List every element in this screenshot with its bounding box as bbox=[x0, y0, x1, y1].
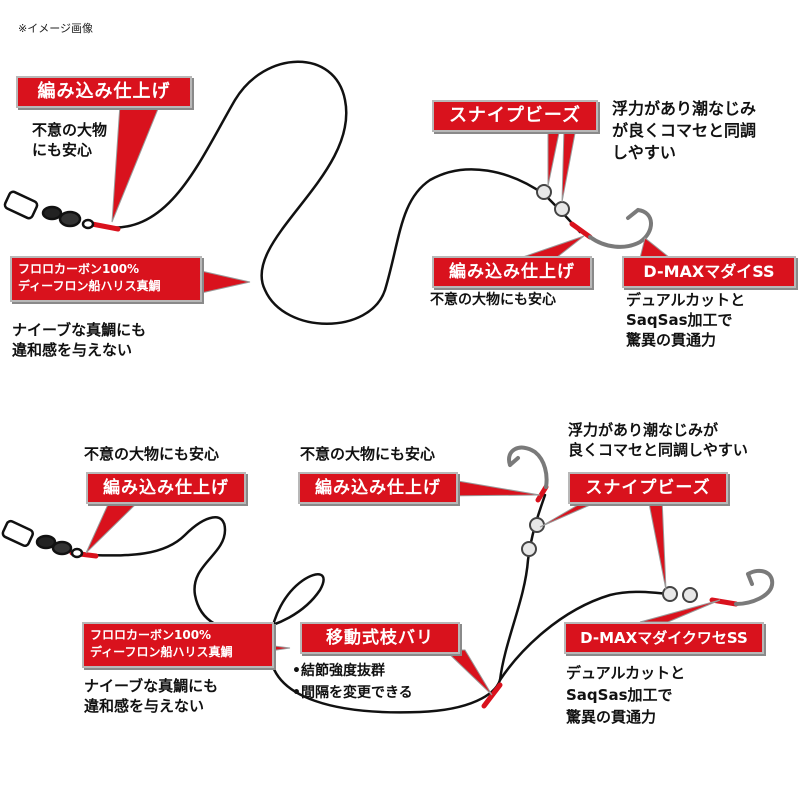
pointer-top-hook bbox=[639, 237, 672, 259]
top-braid-left bbox=[89, 221, 121, 232]
bottom-braid-branch bbox=[481, 682, 503, 709]
top-fluoro-desc: ナイーブな真鯛にも違和感を与えない bbox=[12, 321, 147, 359]
pointer-bottom-hook bbox=[639, 599, 721, 623]
bottom-bead-3 bbox=[662, 586, 678, 602]
bottom-swivel-icon bbox=[1, 519, 84, 559]
pointer-bottom-branch bbox=[443, 649, 493, 696]
top-snipe-label: スナイプビーズ bbox=[432, 100, 598, 132]
pointer-top-snipe-1 bbox=[547, 127, 561, 187]
bottom-hook-lower-icon bbox=[734, 568, 775, 606]
pointer-bottom-snipe-2 bbox=[647, 497, 667, 591]
top-braid-left-label: 編み込み仕上げ bbox=[16, 76, 192, 108]
pointer-top-braid-right bbox=[519, 235, 585, 259]
pointer-bottom-braid-left bbox=[85, 499, 142, 554]
image-note: ※イメージ画像 bbox=[18, 22, 93, 35]
top-snipe-desc: 浮力があり潮なじみが良くコマセと同調しやすい bbox=[612, 99, 757, 162]
bottom-braid-upper bbox=[535, 484, 549, 503]
top-hook-icon bbox=[588, 208, 653, 249]
bottom-main-line bbox=[83, 516, 502, 714]
bottom-braid-left-label: 編み込み仕上げ bbox=[86, 472, 246, 504]
top-braid-right-label: 編み込み仕上げ bbox=[432, 256, 592, 288]
pointer-top-braid-left bbox=[111, 103, 161, 223]
bottom-braid-mid-label: 編み込み仕上げ bbox=[298, 472, 458, 504]
top-swivel-icon bbox=[3, 190, 95, 230]
top-braid-right bbox=[569, 221, 593, 240]
bottom-branch-label: 移動式枝バリ bbox=[300, 622, 460, 654]
bottom-hook-upper-icon bbox=[507, 445, 549, 489]
bottom-branch-lower bbox=[498, 590, 670, 682]
bottom-fluoro-label: フロロカーボン100%ディーフロン船ハリス真鯛 bbox=[82, 622, 274, 668]
top-braid-right-desc: 不意の大物にも安心 bbox=[430, 292, 556, 308]
bottom-branch-upper bbox=[498, 493, 547, 682]
top-fluoro-label: フロロカーボン100%ディーフロン船ハリス真鯛 bbox=[10, 256, 202, 302]
bottom-bead-2 bbox=[521, 541, 537, 557]
bottom-bead-4 bbox=[682, 587, 698, 603]
top-braid-left-desc: 不意の大物にも安心 bbox=[32, 121, 108, 159]
bottom-snipe-desc: 浮力があり潮なじみが良くコマセと同調しやすい bbox=[568, 421, 748, 459]
top-bead-1 bbox=[536, 184, 552, 200]
top-leader-line bbox=[103, 60, 547, 325]
bottom-fluoro-desc: ナイーブな真鯛にも違和感を与えない bbox=[84, 677, 219, 715]
bottom-braid-left-desc: 不意の大物にも安心 bbox=[84, 445, 220, 463]
bottom-branch-desc: •結節強度抜群•間隔を変更できる bbox=[292, 663, 413, 701]
bottom-braid-mid-desc: 不意の大物にも安心 bbox=[300, 445, 436, 463]
bottom-hook-label: D-MAXマダイクワセSS bbox=[564, 622, 764, 654]
bottom-bead-1 bbox=[529, 517, 545, 533]
pointer-top-snipe-2 bbox=[561, 127, 577, 203]
bottom-snipe-label: スナイプビーズ bbox=[568, 472, 728, 504]
top-bead-2 bbox=[554, 201, 570, 217]
top-hook-label: D-MAXマダイSS bbox=[622, 256, 796, 288]
